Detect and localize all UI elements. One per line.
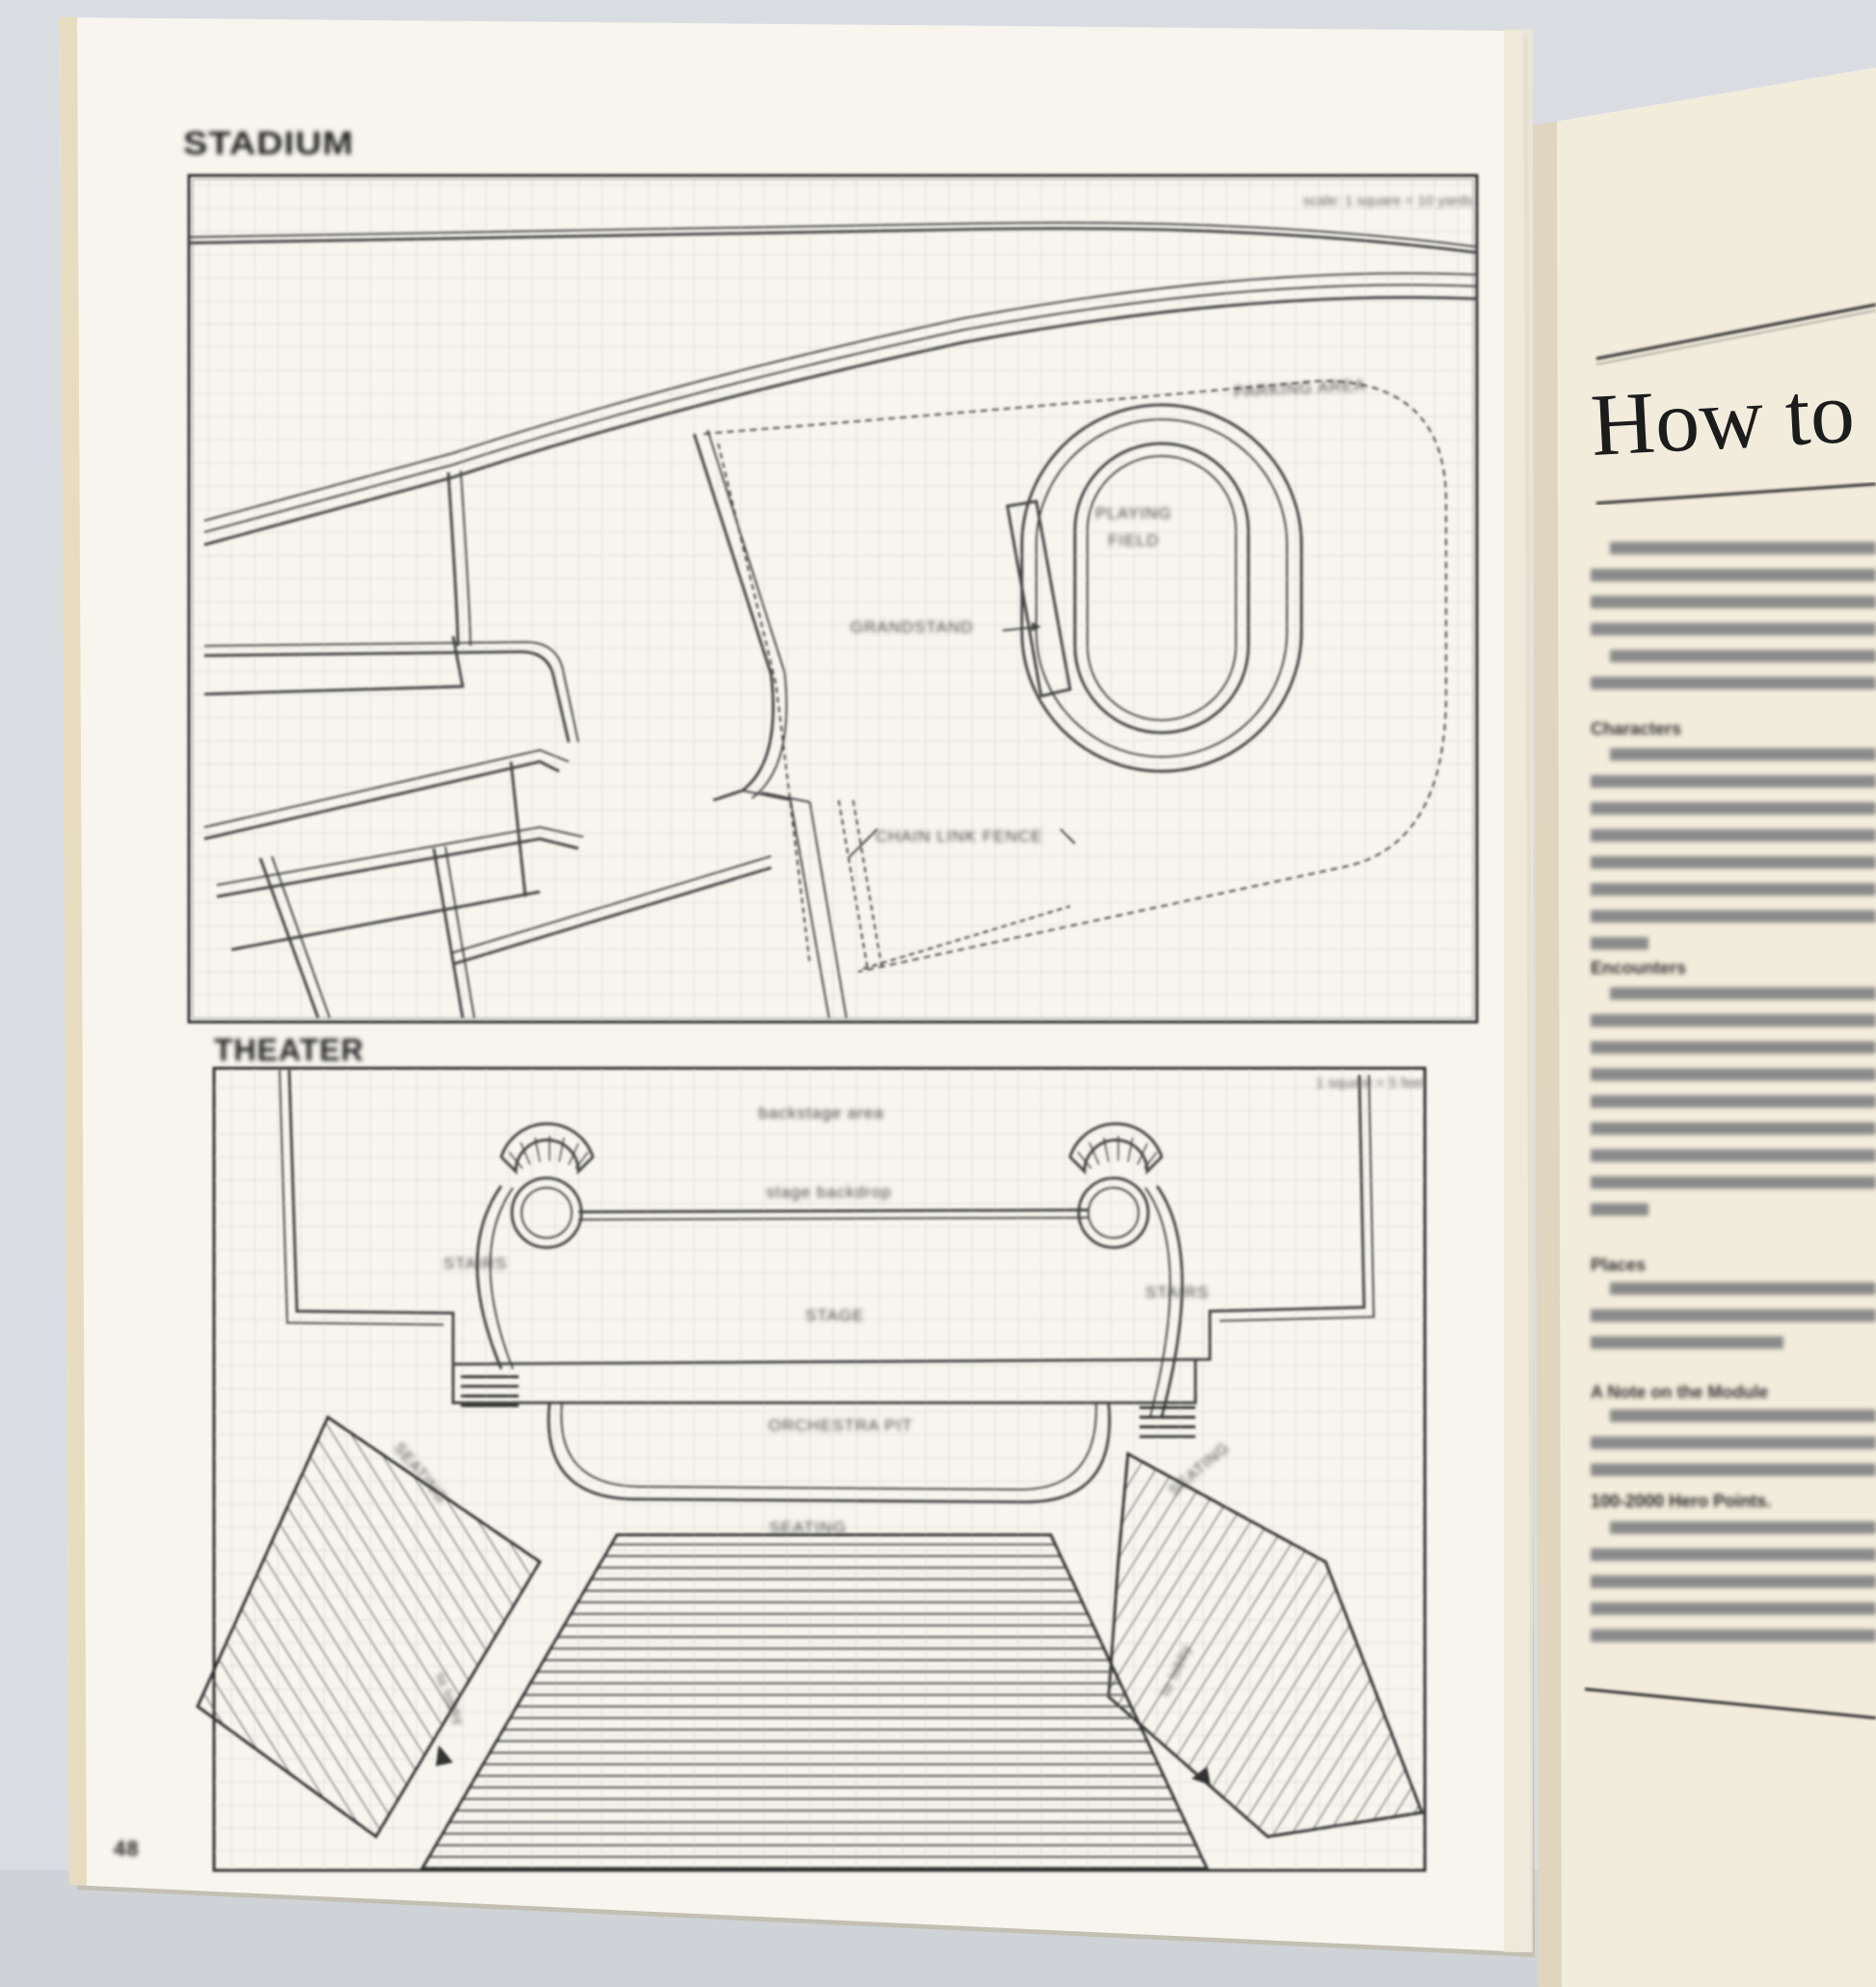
theater-scale: 1 square = 5 feet xyxy=(1316,1075,1426,1091)
section-heading-places: Places xyxy=(1591,1255,1646,1275)
theater-map xyxy=(196,1066,1427,1872)
playing-field-label-line1: PLAYING xyxy=(1095,504,1171,523)
stairs-right-label: STAIRS xyxy=(1145,1283,1209,1302)
seating-center-label: SEATING xyxy=(769,1518,846,1537)
section-heading-encounters: Encounters xyxy=(1591,958,1686,978)
right-page-content: How to Characters Encounters xyxy=(1584,303,1876,1720)
section-heading-module-note: A Note on the Module xyxy=(1591,1383,1768,1402)
stairs-left-label: STAIRS xyxy=(443,1254,507,1273)
theater-title: THEATER xyxy=(214,1033,364,1067)
right-page-heading: How to xyxy=(1589,362,1857,474)
grandstand-label: GRANDSTAND xyxy=(850,618,974,636)
stadium-scale: scale: 1 square = 10 yards xyxy=(1303,193,1473,209)
section-heading-characters: Characters xyxy=(1591,719,1681,738)
stage-backdrop-label: stage backdrop xyxy=(766,1183,892,1201)
right-page xyxy=(1533,67,1876,1987)
orchestra-pit-label: ORCHESTRA PIT xyxy=(768,1416,913,1435)
playing-field-label-line2: FIELD xyxy=(1108,531,1159,550)
hero-points-bold-line: 100-2000 Hero Points. xyxy=(1591,1491,1771,1511)
stadium-title: STADIUM xyxy=(183,124,354,162)
stage-label: STAGE xyxy=(805,1306,864,1325)
page-number: 48 xyxy=(114,1837,139,1861)
stadium-map xyxy=(187,174,1479,1024)
chain-link-fence-label: CHAIN LINK FENCE xyxy=(875,827,1043,846)
backstage-area-label: backstage area xyxy=(759,1104,884,1122)
